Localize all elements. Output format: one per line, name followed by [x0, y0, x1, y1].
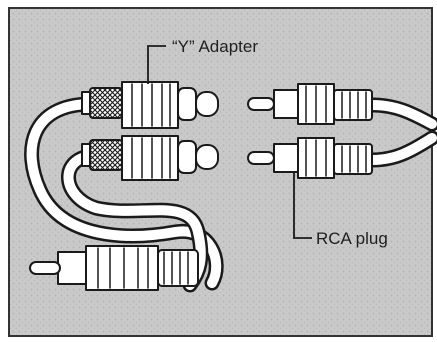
adapter-socket-top — [81, 81, 219, 129]
adapter-top-collar — [81, 91, 91, 115]
rca-plug-pair — [247, 83, 437, 179]
rca-plug-callout: RCA plug — [293, 172, 388, 248]
rca-cables — [364, 97, 437, 168]
y-adapter-leader-line — [147, 45, 166, 84]
adapter-top-socket-rim — [195, 91, 219, 117]
adapter-single-plug — [29, 245, 199, 291]
rca-bottom-pin — [247, 151, 275, 165]
rca-plug-label: RCA plug — [316, 229, 388, 248]
adapter-cable-loops — [24, 96, 224, 293]
y-adapter-label: “Y” Adapter — [172, 37, 258, 56]
rca-plug-top — [247, 83, 373, 125]
rca-top-pin — [247, 97, 275, 111]
adapter-plug-shell — [57, 251, 87, 285]
adapter-bottom-collar — [81, 143, 91, 167]
rca-top-strain-relief — [333, 89, 373, 121]
panel-frame — [8, 7, 433, 337]
adapter-bottom-grip — [89, 139, 123, 171]
adapter-top-grip — [89, 87, 123, 119]
adapter-plug-body — [85, 245, 159, 291]
adapter-bottom-socket-rim — [195, 144, 219, 170]
y-adapter — [24, 81, 224, 293]
adapter-top-socket-mouth — [177, 87, 197, 121]
rca-bottom-strain-relief — [333, 143, 373, 175]
rca-plug-bottom — [247, 137, 373, 179]
rca-plug-leader-line — [293, 172, 312, 239]
adapter-bottom-socket-mouth — [177, 140, 197, 174]
adapter-plug-pin — [29, 261, 61, 275]
rca-top-shell — [273, 89, 299, 119]
rca-bottom-shell — [273, 143, 299, 173]
y-adapter-callout: “Y” Adapter — [147, 37, 258, 84]
adapter-socket-bottom — [81, 135, 219, 181]
